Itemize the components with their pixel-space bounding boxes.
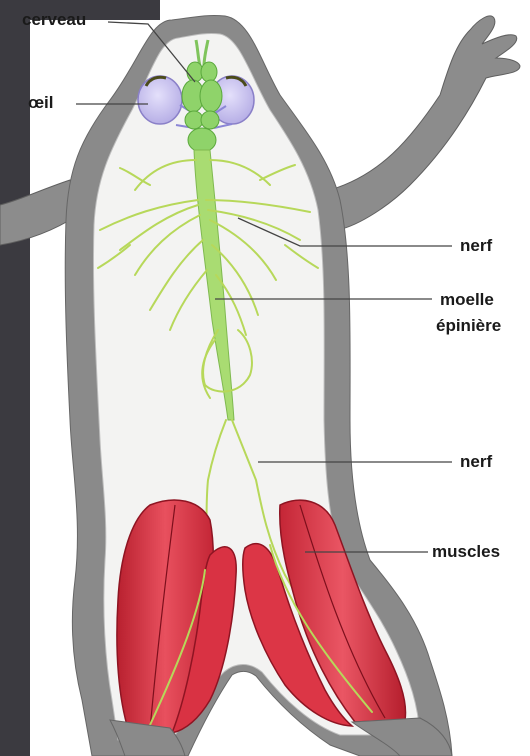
label-eye: œil [28, 93, 54, 113]
background-left [0, 0, 30, 756]
label-muscles: muscles [432, 542, 500, 562]
label-nerve-lower: nerf [460, 452, 492, 472]
label-spinal-cord-line2: épinière [436, 316, 501, 336]
left-eye [138, 76, 182, 124]
right-arm [330, 16, 520, 230]
label-spinal-cord-line1: moelle [440, 290, 494, 310]
label-nerve-upper: nerf [460, 236, 492, 256]
label-brain: cerveau [22, 10, 86, 30]
